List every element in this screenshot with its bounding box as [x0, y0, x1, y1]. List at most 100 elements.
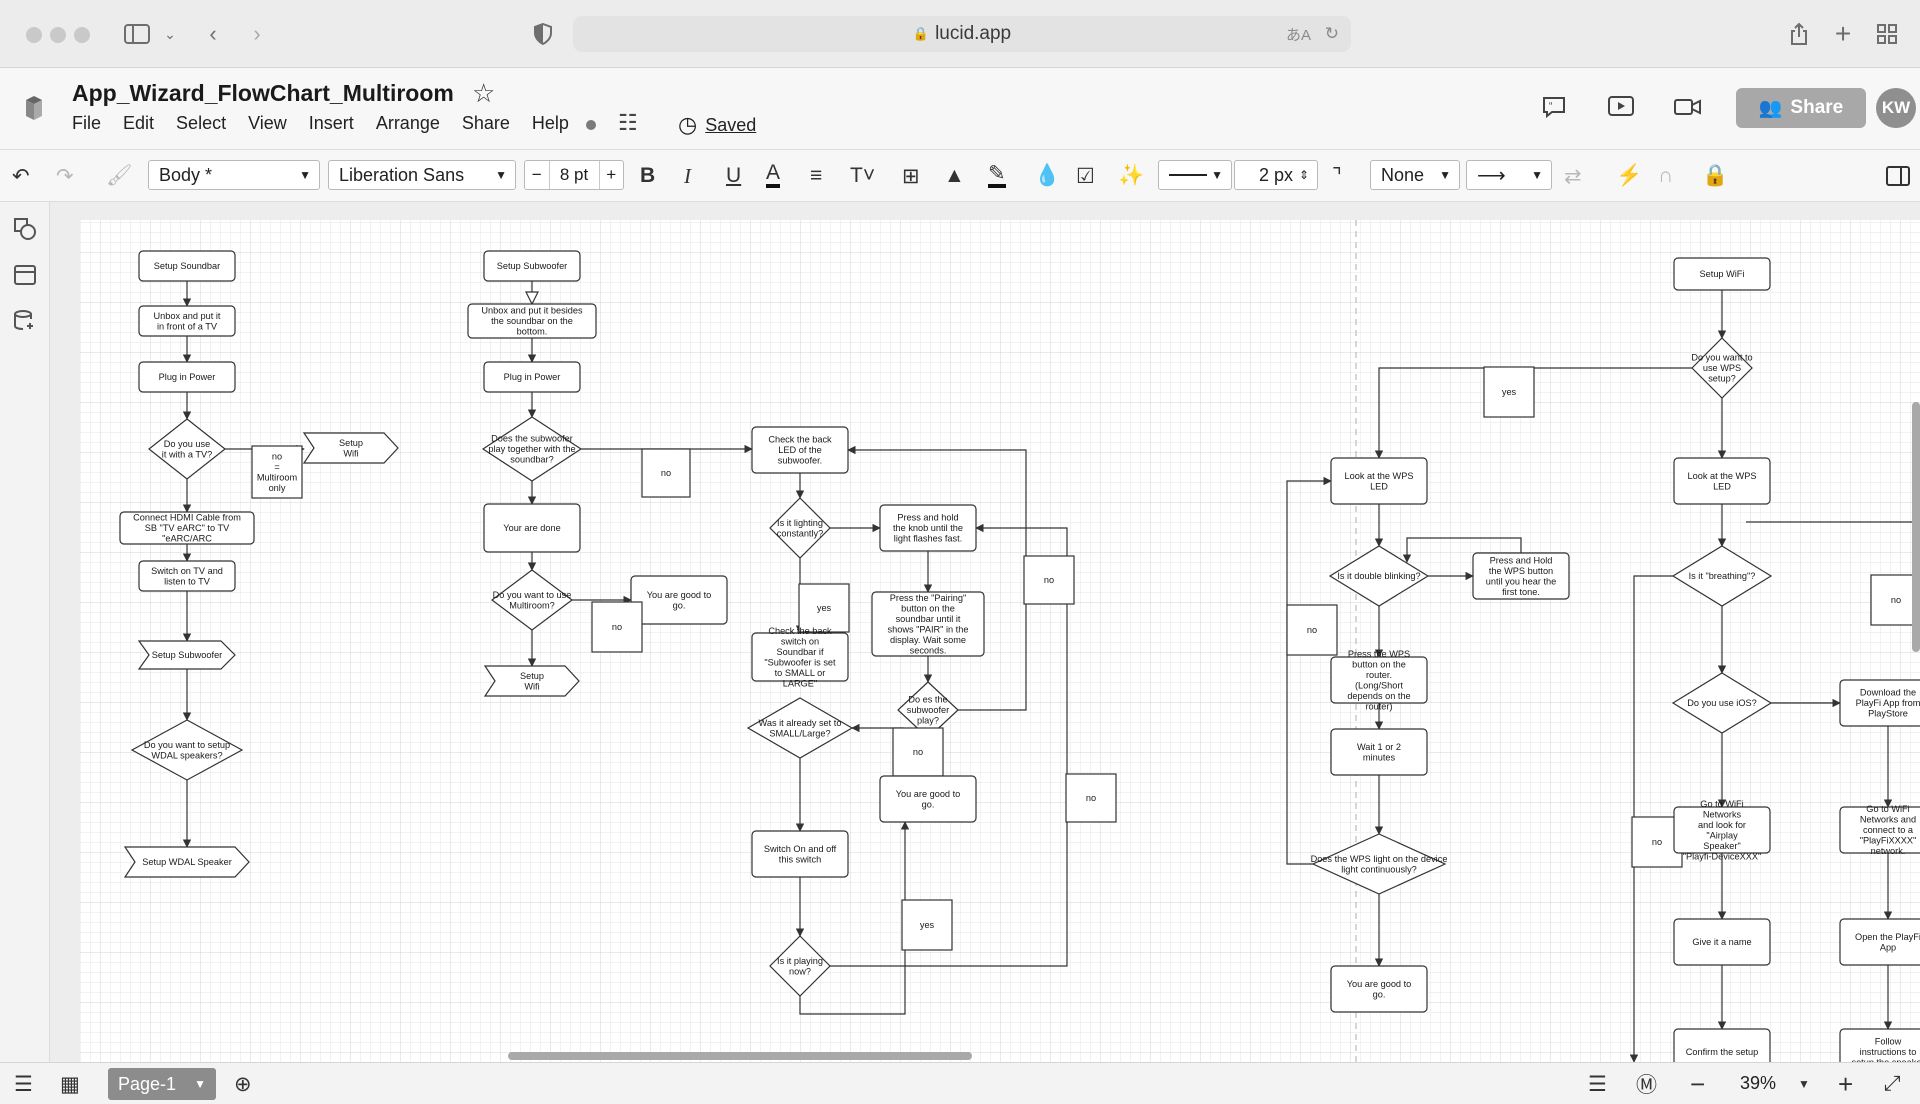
shape-bounds-icon[interactable]: ⊞: [902, 164, 920, 188]
process-shape[interactable]: [1673, 1028, 1771, 1062]
decision-shape[interactable]: [769, 497, 831, 559]
opacity-icon[interactable]: 💧: [1034, 164, 1061, 187]
navigate-icon[interactable]: Ⓜ: [1636, 1074, 1657, 1097]
add-page-icon[interactable]: ⊕: [234, 1072, 252, 1096]
decision-shape[interactable]: [1311, 833, 1447, 895]
flowchart-node[interactable]: Is it "breathing"?: [1671, 545, 1773, 607]
label-box[interactable]: [1065, 773, 1117, 823]
horizontal-scrollbar[interactable]: [508, 1052, 972, 1060]
decision-shape[interactable]: [1691, 337, 1753, 399]
lightning-icon[interactable]: ⚡: [1616, 164, 1643, 187]
flowchart-node[interactable]: yes: [901, 899, 953, 951]
menu-arrange[interactable]: Arrange: [375, 113, 440, 133]
magic-wand-icon[interactable]: ✨: [1118, 164, 1145, 187]
line-end-select[interactable]: ⟶ ▼: [1466, 160, 1552, 190]
text-color-icon[interactable]: A: [766, 161, 781, 188]
menu-insert[interactable]: Insert: [308, 113, 354, 133]
fill-color-icon[interactable]: ▲: [944, 164, 965, 187]
right-panel-icon[interactable]: [1886, 162, 1910, 190]
page-tab[interactable]: Page-1 ▼: [108, 1068, 216, 1100]
process-shape[interactable]: [467, 303, 597, 339]
chevron-down-icon[interactable]: ⌄: [164, 25, 176, 42]
process-shape[interactable]: [1839, 918, 1920, 966]
connector-line[interactable]: [1374, 367, 1692, 459]
label-box[interactable]: [1870, 574, 1920, 626]
avatar[interactable]: KW: [1876, 88, 1916, 128]
line-start-select[interactable]: None ▼: [1370, 160, 1460, 190]
swap-icon[interactable]: ⇄: [1564, 164, 1582, 188]
process-shape[interactable]: [138, 361, 236, 393]
offpage-shape[interactable]: [123, 846, 250, 878]
page-grid-icon[interactable]: ▦: [60, 1072, 80, 1096]
process-shape[interactable]: [138, 560, 236, 592]
document-title[interactable]: App_Wizard_FlowChart_Multiroom: [72, 80, 454, 106]
lock-icon[interactable]: 🔒: [1702, 164, 1729, 187]
label-box[interactable]: [251, 445, 303, 499]
process-shape[interactable]: [751, 426, 849, 474]
process-shape[interactable]: [1330, 728, 1428, 776]
flowchart-node[interactable]: Plug in Power: [138, 361, 236, 393]
flowchart-node[interactable]: no: [1286, 604, 1338, 656]
process-shape[interactable]: [1673, 918, 1771, 966]
label-box[interactable]: [1023, 555, 1075, 605]
magnet-icon[interactable]: ∩: [1658, 164, 1674, 187]
window-close-button[interactable]: [26, 27, 42, 43]
process-shape[interactable]: [483, 250, 581, 282]
menu-select[interactable]: Select: [176, 113, 227, 133]
redo-icon[interactable]: ↷: [56, 164, 74, 188]
flowchart-node[interactable]: Confirm the setup: [1673, 1028, 1771, 1062]
flowchart-node[interactable]: Do you use iOS?: [1671, 672, 1773, 734]
vertical-scrollbar[interactable]: [1912, 402, 1920, 652]
zoom-level[interactable]: 39%: [1740, 1073, 1777, 1093]
caret-down-icon[interactable]: ▼: [1798, 1077, 1810, 1091]
lucid-logo-icon[interactable]: [22, 96, 46, 122]
process-shape[interactable]: [871, 591, 985, 657]
process-shape[interactable]: [879, 775, 977, 823]
layers-icon[interactable]: ☰: [1588, 1072, 1607, 1096]
decision-shape[interactable]: [1328, 545, 1430, 607]
process-shape[interactable]: [138, 305, 236, 337]
templates-icon[interactable]: [12, 262, 38, 288]
connector-line[interactable]: [830, 523, 1068, 967]
process-shape[interactable]: [1330, 965, 1428, 1013]
share-sheet-icon[interactable]: [1784, 18, 1814, 50]
tab-overview-icon[interactable]: [1872, 18, 1902, 50]
line-color-icon[interactable]: ✎: [988, 162, 1006, 188]
process-shape[interactable]: [879, 504, 977, 552]
flowchart-node[interactable]: Setup Subwoofer: [483, 250, 581, 282]
flowchart-node[interactable]: Setup Subwoofer: [137, 640, 236, 670]
forward-arrow-icon[interactable]: ›: [253, 21, 261, 46]
text-style-select[interactable]: Body * ▼: [148, 160, 320, 190]
line-style-select[interactable]: ▼: [1158, 160, 1232, 190]
underline-icon[interactable]: U: [726, 164, 742, 187]
process-shape[interactable]: [1839, 1028, 1920, 1062]
menu-view[interactable]: View: [248, 113, 287, 133]
label-box[interactable]: [798, 583, 850, 633]
shapes-icon[interactable]: [12, 216, 38, 242]
translate-icon[interactable]: あA: [1285, 26, 1311, 44]
format-painter-icon[interactable]: 🖌: [106, 164, 133, 187]
process-shape[interactable]: [630, 575, 728, 625]
flowchart-node[interactable]: Is it double blinking?: [1328, 545, 1430, 607]
font-size-stepper[interactable]: − 8 pt +: [524, 160, 624, 190]
process-shape[interactable]: [751, 830, 849, 878]
process-shape[interactable]: [119, 511, 255, 545]
label-box[interactable]: [1286, 604, 1338, 656]
process-shape[interactable]: [1330, 656, 1428, 704]
flowchart-node[interactable]: Setup Soundbar: [138, 250, 236, 282]
offpage-shape[interactable]: [483, 665, 580, 697]
